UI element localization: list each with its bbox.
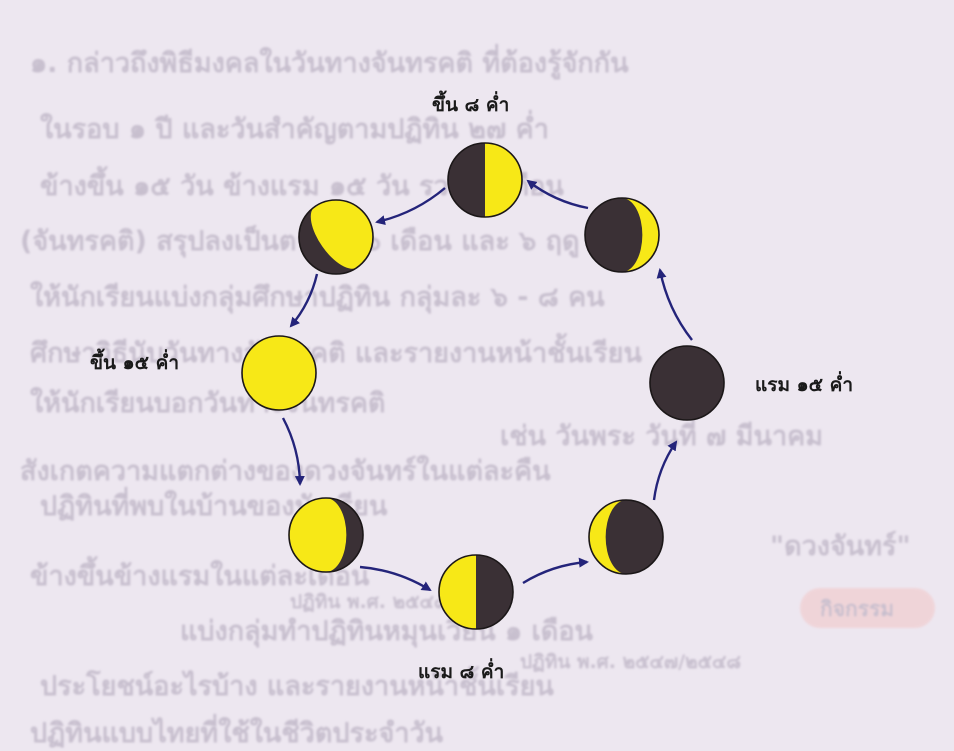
moon-outline xyxy=(241,335,317,411)
label-waxing-15: ขึ้น ๑๕ ค่ำ xyxy=(90,352,180,374)
moon-waxing-8 xyxy=(447,142,523,218)
label-waning-15: แรม ๑๕ ค่ำ xyxy=(755,374,854,396)
cycle-arrows xyxy=(281,179,693,592)
cycle-arrow-1 xyxy=(375,187,446,226)
background-text-line: เช่น วันพระ วันที่ ๗ มีนาคม xyxy=(500,416,823,452)
moon-waning-8 xyxy=(438,554,514,630)
moon-shadow xyxy=(476,555,513,629)
moon-waning-15 xyxy=(649,345,725,421)
moon-shadow xyxy=(622,198,659,272)
moon-waxing-15 xyxy=(241,335,317,411)
background-text-line: ปฏิทินแบบไทยที่ใช้ในชีวิตประจำวัน xyxy=(30,713,444,749)
background-badge-text: กิจกรรม xyxy=(820,597,894,621)
moon-waning-gibbous xyxy=(298,199,374,275)
background-badge-box xyxy=(800,588,935,628)
label-waning-8: แรม ๘ ค่ำ xyxy=(418,661,505,683)
moon-outline xyxy=(649,345,725,421)
moon-shadow xyxy=(448,143,485,217)
background-page-text: ๑. กล่าวถึงพิธีมงคลในวันทางจันทรคติ ที่ต… xyxy=(20,43,935,749)
label-waxing-8: ขึ้น ๘ ค่ำ xyxy=(432,94,510,116)
moon-shadow xyxy=(299,206,358,274)
cycle-arrow-8 xyxy=(526,179,589,210)
moon-shadow xyxy=(589,500,626,574)
cycle-arrow-5 xyxy=(522,557,589,585)
cycle-arrow-2 xyxy=(289,273,319,328)
background-text-line: ๑. กล่าวถึงพิธีมงคลในวันทางจันทรคติ ที่ต… xyxy=(30,43,629,80)
background-text-line: แบ่งกลุ่มทำปฏิทินหมุนเวียน ๑ เดือน xyxy=(180,616,594,648)
cycle-arrow-6 xyxy=(652,440,678,501)
moon-outline xyxy=(298,199,374,275)
background-text-line: ในรอบ ๑ ปี และวันสำคัญตามปฏิทิน ๒๗ ค่ำ xyxy=(40,109,549,145)
background-text-line: ให้นักเรียนบอกวันทางจันทรคติ xyxy=(30,387,385,419)
moon-outline xyxy=(588,499,664,575)
background-text-line: ให้นักเรียนแบ่งกลุ่มศึกษาปฏิทิน กลุ่มละ … xyxy=(30,281,605,314)
background-text-line: ศึกษาวิธีนับวันทางจันทรคติ และรายงานหน้า… xyxy=(30,332,642,369)
moon-outline xyxy=(438,554,514,630)
background-text-line: ประโยชน์อะไรบ้าง และรายงานหน้าชั้นเรียน xyxy=(40,665,554,702)
moon-disc xyxy=(242,336,316,410)
moon-shadow xyxy=(326,498,363,572)
moon-disc xyxy=(650,346,724,420)
cycle-arrow-4 xyxy=(359,565,432,592)
moon-waning-crescent xyxy=(584,197,660,273)
moon-waxing-crescent xyxy=(588,499,664,575)
cycle-arrow-7 xyxy=(656,268,693,341)
moon-outline xyxy=(584,197,660,273)
background-caption: ปฏิทิน พ.ศ. ๒๕๔๗/๒๕๔๘ xyxy=(520,651,741,673)
background-text-line: สังเกตความแตกต่างของดวงจันทร์ในแต่ละคืน xyxy=(20,455,551,487)
moon-phases xyxy=(241,142,725,630)
background-text-line: "ดวงจันทร์" xyxy=(770,530,911,562)
cycle-arrow-3 xyxy=(281,417,305,486)
moon-outline xyxy=(447,142,523,218)
moon-waxing-gibbous xyxy=(288,497,364,573)
moon-outline xyxy=(288,497,364,573)
